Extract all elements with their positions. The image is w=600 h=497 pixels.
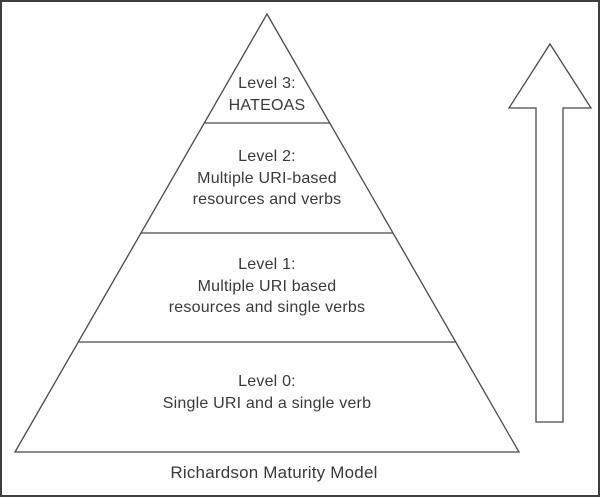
level-1-title: Level 1: [238,256,296,273]
level-3-line: HATEOAS [228,96,306,114]
pyramid-level-2: Level 2: Multiple URI-based resources an… [67,146,467,211]
level-2-line: Multiple URI-based [197,169,337,187]
level-2-line: resources and verbs [192,191,342,208]
pyramid-level-1: Level 1: Multiple URI based resources an… [67,254,467,319]
up-arrow-icon [507,42,593,423]
level-0-title: Level 0: [238,373,296,390]
level-1-line: resources and single verbs [168,299,366,316]
pyramid-level-3: Level 3: HATEOAS [67,73,467,116]
level-2-title: Level 2: [238,148,296,165]
diagram-caption: Richardson Maturity Model [170,463,378,482]
level-1-line: Multiple URI based [197,277,337,295]
level-0-line: Single URI and a single verb [162,394,372,412]
level-3-title: Level 3: [238,75,296,92]
pyramid-level-0: Level 0: Single URI and a single verb [67,371,467,414]
